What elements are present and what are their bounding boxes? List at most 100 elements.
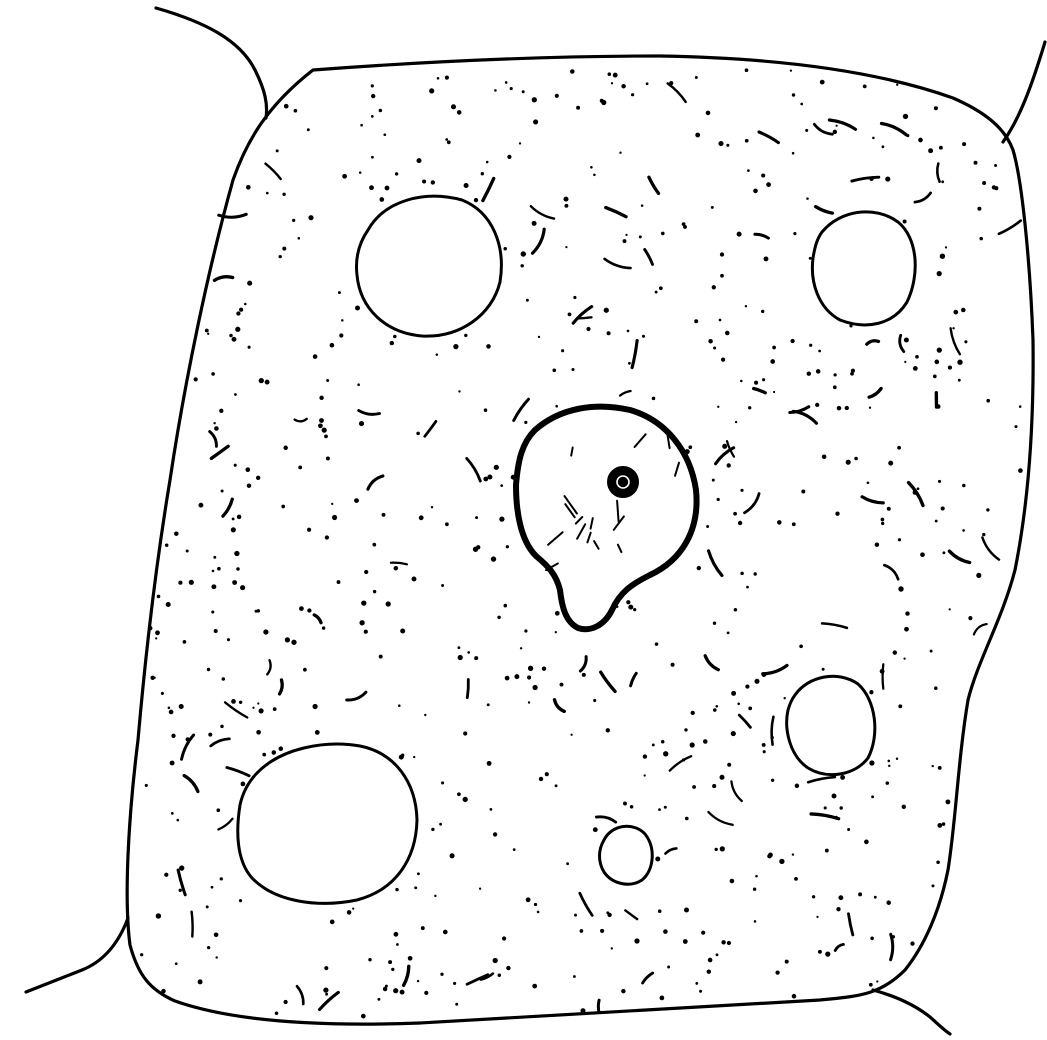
- stipple-dot: [484, 408, 488, 412]
- stipple-dot: [157, 595, 161, 599]
- texture-dash: [883, 664, 884, 689]
- stipple-dot: [658, 808, 661, 811]
- stipple-dot: [259, 378, 264, 383]
- stipple-dot: [915, 355, 919, 359]
- texture-dash: [852, 177, 879, 181]
- texture-dash: [531, 206, 554, 218]
- texture-dash: [632, 341, 637, 368]
- stipple-dot: [717, 406, 719, 408]
- stipple-dot: [773, 391, 775, 393]
- stipple-dot: [977, 207, 981, 211]
- stipple-dot: [239, 701, 242, 704]
- stipple-dot: [208, 733, 212, 737]
- stipple-dot: [607, 913, 611, 917]
- stipple-dot: [717, 498, 720, 501]
- stipple-dot: [708, 958, 713, 963]
- neighbor-wall-bottom-right: [873, 990, 950, 1034]
- stipple-dot: [893, 650, 897, 654]
- stipple-dot: [809, 344, 812, 347]
- stipple-dot: [490, 808, 493, 811]
- stipple-dot: [298, 237, 301, 240]
- stipple-dot: [178, 581, 182, 585]
- stipple-dot: [631, 93, 634, 96]
- stipple-dot: [257, 702, 259, 704]
- stipple-dot: [719, 319, 722, 322]
- stipple-dot: [872, 137, 875, 140]
- stipple-dot: [434, 895, 436, 897]
- texture-dash: [666, 848, 677, 853]
- stipple-dot: [938, 766, 942, 770]
- stipple-dot: [445, 522, 449, 526]
- nucleolus: [608, 467, 638, 497]
- stipple-dot: [341, 319, 344, 322]
- stipple-dot: [962, 529, 965, 532]
- texture-dash: [359, 411, 380, 415]
- stipple-dot: [214, 629, 218, 633]
- stipple-dot: [806, 197, 809, 200]
- stipple-dot: [155, 630, 160, 635]
- stipple-dot: [395, 172, 398, 175]
- stipple-dot: [726, 144, 729, 147]
- stipple-dot: [467, 651, 470, 654]
- stipple-dot: [464, 183, 469, 188]
- stipple-dot: [537, 911, 540, 914]
- stipple-dot: [869, 983, 873, 987]
- stipple-dot: [259, 708, 264, 713]
- stipple-dot: [660, 996, 665, 1001]
- stipple-dot: [712, 285, 716, 289]
- stipple-dot: [846, 460, 851, 465]
- stipple-dot: [303, 668, 307, 672]
- stipple-dot: [206, 905, 209, 908]
- stipple-dot: [779, 859, 784, 864]
- stipple-dot: [683, 939, 688, 944]
- stipple-dot: [608, 72, 612, 76]
- stipple-dot: [920, 552, 925, 557]
- stipple-dot: [168, 707, 171, 710]
- stipple-dot: [887, 760, 890, 763]
- stipple-dot: [412, 577, 417, 582]
- stipple-dot: [140, 953, 143, 956]
- stipple-dot: [458, 655, 463, 660]
- stipple-dot: [939, 146, 943, 150]
- stipple-dot: [171, 812, 174, 815]
- stipple-dot: [628, 362, 631, 365]
- stipple-dot: [691, 711, 695, 715]
- texture-dash: [368, 476, 383, 489]
- stipple-dot: [904, 627, 909, 632]
- stipple-dot: [838, 895, 843, 900]
- stipple-dot: [945, 799, 950, 804]
- stipple-dot: [986, 508, 989, 511]
- stipple-dot: [266, 192, 269, 195]
- stipple-dot: [325, 993, 328, 996]
- stipple-dot: [722, 444, 727, 449]
- stipple-dot: [785, 960, 789, 964]
- stipple-dot: [330, 343, 335, 348]
- stipple-dot: [982, 533, 985, 536]
- stipple-dot: [671, 663, 675, 667]
- nucleoplasm-texture: [546, 434, 679, 570]
- texture-dash: [951, 328, 960, 354]
- stipple-dot: [455, 1003, 458, 1006]
- stipple-dot: [928, 148, 933, 153]
- stipple-dot: [416, 158, 421, 163]
- stipple-dot: [655, 856, 660, 861]
- stipple-dot: [555, 631, 557, 633]
- stipple-dot: [507, 155, 511, 159]
- texture-dash: [816, 207, 833, 213]
- stipple-dot: [534, 903, 537, 906]
- stipple-dot: [658, 909, 662, 913]
- stipple-dot: [519, 142, 521, 144]
- stipple-dot: [870, 937, 874, 941]
- stipple-dot: [942, 822, 946, 826]
- stipple-dot: [441, 781, 444, 784]
- stipple-dot: [313, 354, 318, 359]
- stipple-dot: [232, 337, 237, 342]
- stipple-dot: [213, 556, 216, 559]
- stipple-dot: [898, 586, 903, 591]
- stipple-dot: [514, 674, 519, 679]
- texture-dash: [555, 700, 565, 712]
- stipple-dot: [695, 133, 700, 138]
- stipple-dot: [211, 372, 215, 376]
- stipple-dot: [604, 308, 609, 313]
- stipple-dot: [835, 125, 837, 127]
